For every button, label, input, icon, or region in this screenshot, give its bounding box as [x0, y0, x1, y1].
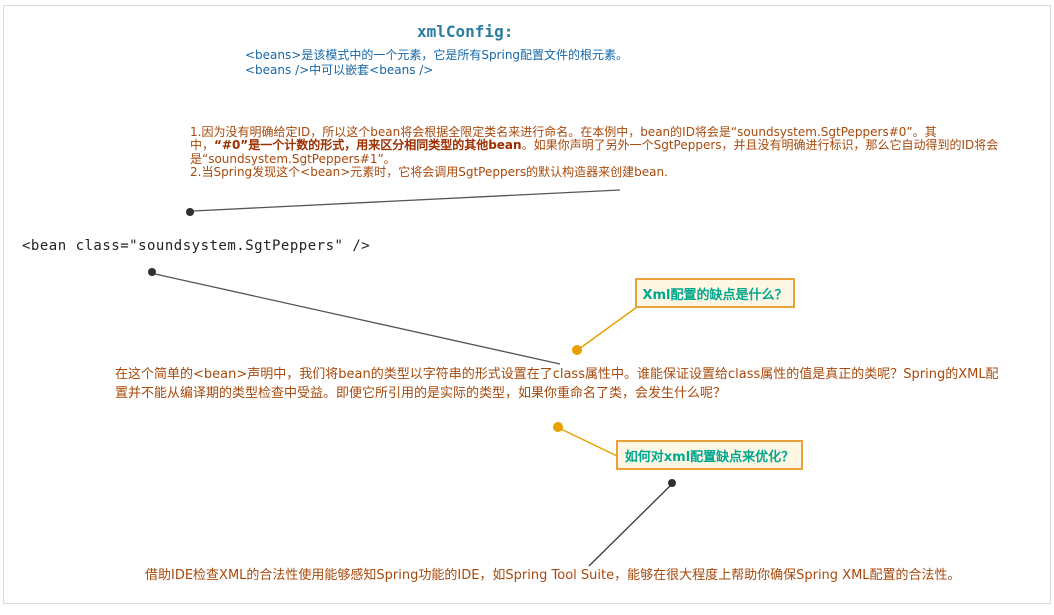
callout-xml-disadvantage-label: Xml配置的缺点是什么？ [642, 287, 788, 303]
bean-naming-note-line2-bold: “#0”是一个计数的形式，用来区分相同类型的其他bean [214, 138, 522, 153]
bean-naming-note-line1: 1.因为没有明确给定ID，所以这个bean将会根据全限定类名来进行命名。在本例中… [190, 125, 937, 139]
bean-naming-note-line2-pre: 中， [190, 138, 215, 153]
callout-xml-optimize-label: 如何对xml配置缺点来优化？ [624, 449, 795, 465]
beans-root-note-line2: <beans />中可以嵌套<beans /> [245, 63, 434, 77]
callout-xml-disadvantage: Xml配置的缺点是什么？ [635, 278, 795, 308]
class-attr-note-line2: 置并不能从编译期的类型检查中受益。即便它所引用的是实际的类型，如果你重命名了类，… [115, 386, 727, 401]
ide-note: 借助IDE检查XML的合法性使用能够感知Spring功能的IDE，如Spring… [145, 568, 961, 583]
bean-naming-note-line3: 是“soundsystem.SgtPeppers#1”。 [190, 151, 396, 166]
bean-code-snippet: <bean class="soundsystem.SgtPeppers" /> [22, 238, 371, 254]
bean-naming-note-line2-post: 。如果你声明了另外一个SgtPeppers，并且没有明确进行标识，那么它自动得到… [521, 138, 999, 153]
bean-naming-note-line2: 中，“#0”是一个计数的形式，用来区分相同类型的其他bean。如果你声明了另外一… [190, 139, 998, 152]
callout-xml-optimize: 如何对xml配置缺点来优化？ [616, 440, 803, 470]
bean-naming-note-line4: 2.当Spring发现这个<bean>元素时，它将会调用SgtPeppers的默… [190, 165, 668, 180]
class-attr-note: 在这个简单的<bean>声明中，我们将bean的类型以字符串的形式设置在了cla… [115, 365, 999, 403]
bean-naming-note: 1.因为没有明确给定ID，所以这个bean将会根据全限定类名来进行命名。在本例中… [190, 125, 998, 180]
beans-root-note-line1: <beans>是该模式中的一个元素，它是所有Spring配置文件的根元素。 [245, 48, 629, 62]
page-title: xmlConfig: [417, 22, 514, 41]
class-attr-note-line1: 在这个简单的<bean>声明中，我们将bean的类型以字符串的形式设置在了cla… [115, 367, 999, 382]
beans-root-note: <beans>是该模式中的一个元素，它是所有Spring配置文件的根元素。 <b… [245, 48, 628, 78]
canvas-frame [3, 5, 1051, 604]
